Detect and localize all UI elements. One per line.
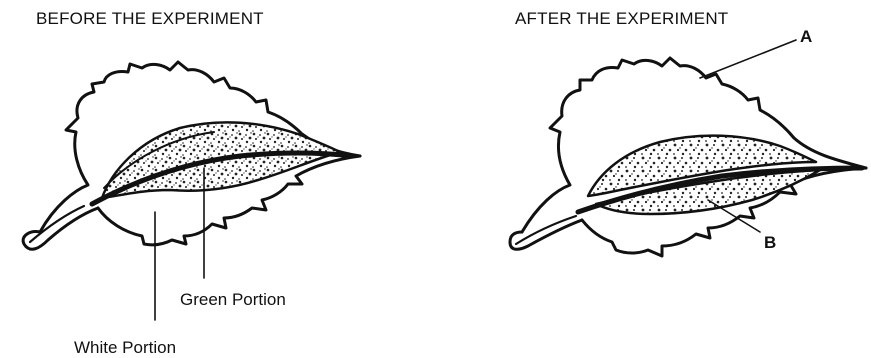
green-portion-label: Green Portion <box>180 290 286 309</box>
before-title: BEFORE THE EXPERIMENT <box>36 9 264 28</box>
before-leaf-diagram: BEFORE THE EXPERIMENT Green Portion Whit… <box>23 9 360 357</box>
marker-a-label: A <box>800 27 812 46</box>
before-leaf <box>23 62 360 249</box>
after-leaf-diagram: AFTER THE EXPERIMENT A B <box>510 9 866 256</box>
white-portion-label: White Portion <box>74 338 176 357</box>
after-title: AFTER THE EXPERIMENT <box>515 9 728 28</box>
marker-a-pointer <box>700 40 796 78</box>
marker-b-label: B <box>764 233 776 252</box>
after-leaf <box>510 58 866 256</box>
